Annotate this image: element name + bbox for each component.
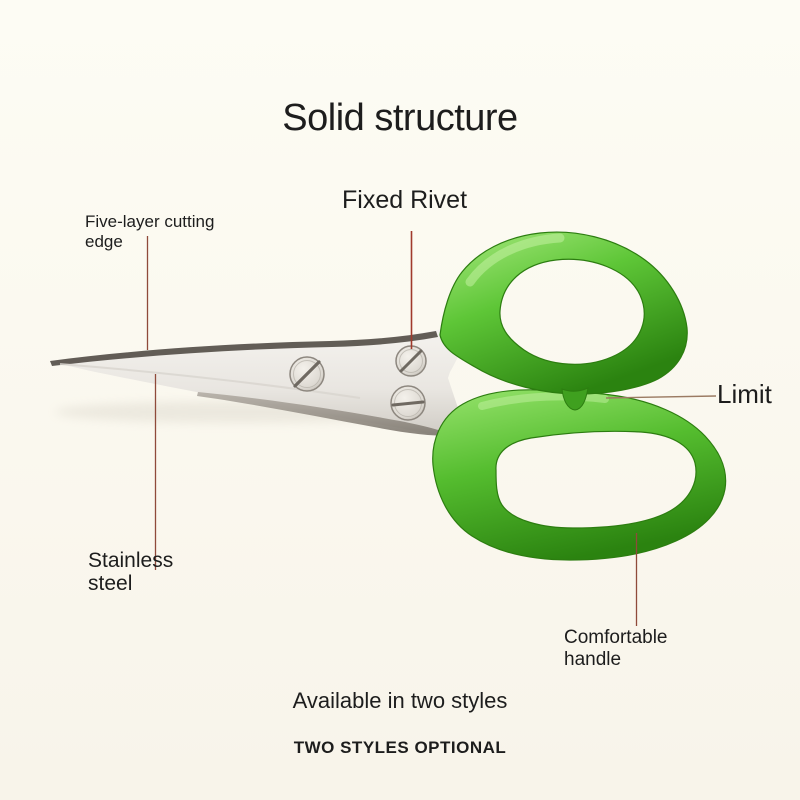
subtitle-available-styles: Available in two styles	[292, 688, 508, 713]
label-five-layer-line2: edge	[85, 231, 123, 251]
blade-cutting-edge	[50, 331, 438, 366]
label-five-layer-cutting-edge: Five-layer cutting edge	[85, 212, 214, 251]
label-comfortable-line2: handle	[564, 649, 622, 671]
limit-stopper-nub	[561, 387, 589, 411]
lower-handle	[432, 389, 727, 561]
label-stainless-line2: steel	[88, 572, 133, 596]
label-comfortable-line1: Comfortable	[564, 627, 668, 648]
label-stainless-line1: Stainless	[88, 549, 174, 572]
pivot-screw-left	[289, 356, 325, 392]
label-limit: Limit	[717, 379, 772, 409]
label-fixed-rivet: Fixed Rivet	[342, 186, 468, 214]
blade-bevel-line	[59, 363, 361, 399]
upper-handle	[439, 231, 688, 395]
label-comfortable-handle: Comfortable handle	[564, 627, 668, 672]
upper-handle-highlight	[465, 233, 565, 287]
blade-steel	[50, 318, 470, 437]
pivot-screw-lower	[390, 385, 426, 421]
lower-blade	[197, 392, 452, 436]
lower-handle-highlight	[478, 392, 609, 410]
limit-pointer-line	[605, 395, 717, 399]
footer-two-styles-optional: TWO STYLES OPTIONAL	[293, 738, 507, 757]
page-title: Solid structure	[282, 97, 518, 139]
label-five-layer-line1: Five-layer cutting	[85, 212, 215, 231]
label-stainless-steel: Stainless steel	[88, 549, 173, 595]
fixed-rivet-screw	[395, 345, 427, 377]
